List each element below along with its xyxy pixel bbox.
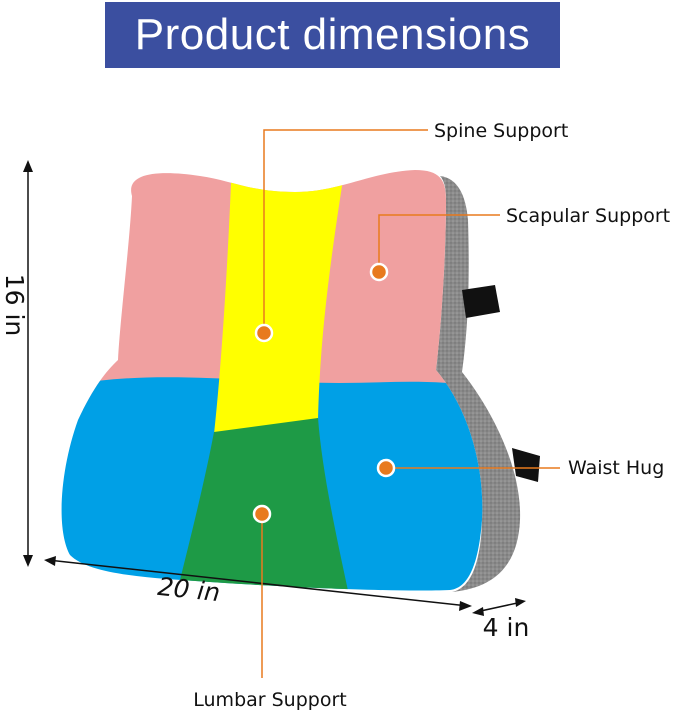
spine-callout [254, 129, 428, 343]
spine-support-label: Spine Support [434, 120, 568, 142]
height-dimension [23, 160, 33, 567]
scapular-support-label: Scapular Support [506, 205, 670, 227]
spine-zone [214, 170, 346, 434]
lumbar-marker [252, 504, 272, 524]
lumbar-callout [252, 504, 272, 678]
height-label: 16 in [0, 274, 29, 337]
scapular-marker [369, 262, 389, 282]
width-label: 20 in [156, 572, 221, 607]
width-dimension [44, 556, 472, 611]
scapular-callout [369, 214, 500, 282]
lumbar-support-label: Lumbar Support [193, 689, 346, 711]
depth-dimension [472, 598, 526, 616]
waist-callout [376, 458, 560, 478]
depth-label: 4 in [483, 613, 530, 642]
waist-marker [376, 458, 396, 478]
spine-marker [254, 323, 274, 343]
upper-strap [462, 285, 500, 318]
side-panel [436, 176, 521, 592]
page-title: Product dimensions [134, 10, 531, 59]
title-banner: Product dimensions [105, 2, 560, 68]
lower-strap [512, 448, 540, 482]
waist-hug-label: Waist Hug [568, 457, 664, 479]
